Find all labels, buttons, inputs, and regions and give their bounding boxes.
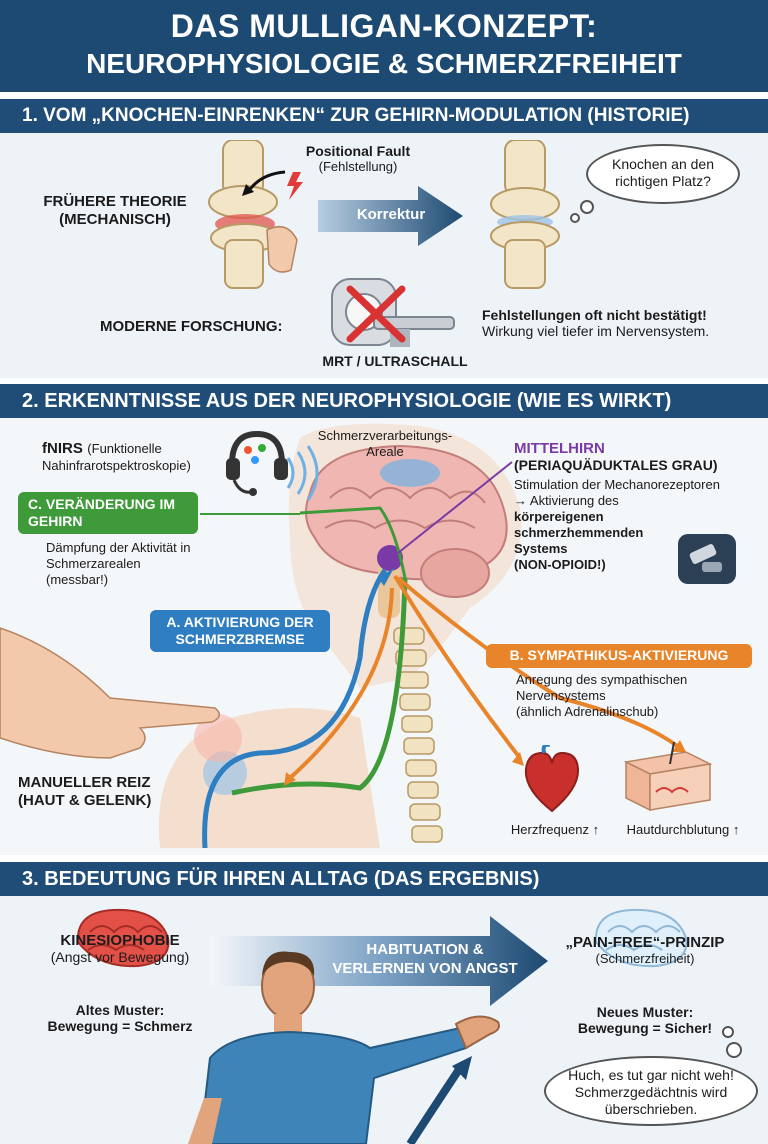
habituation-arrow-label: HABITUATION & VERLERNEN VON ANGST: [320, 940, 530, 978]
midbrain-desc-3: körpereigenen: [514, 509, 604, 524]
person-moving-arm-illustration: [188, 951, 500, 1144]
b-desc-1: Anregung des sympathischen: [516, 672, 688, 687]
midbrain-title: MITTELHIRN: [514, 440, 605, 457]
knee-joint-illustration: [208, 140, 298, 289]
relief-speech-bubble: Huch, es tut gar nicht weh! Schmerzgedäc…: [544, 1056, 758, 1126]
bubble-line-2: Schmerzgedächtnis wird: [574, 1084, 728, 1100]
manual-line-2: (HAUT & GELENK): [18, 792, 152, 809]
pain-spark-icon: [287, 172, 303, 200]
b-desc-2: Nervensystems: [516, 688, 606, 703]
section-3-header: 3. BEDEUTUNG FÜR IHREN ALLTAG (DAS ERGEB…: [0, 862, 768, 896]
a-pain-brake-label: A. AKTIVIERUNG DER SCHMERZBREMSE: [150, 610, 330, 652]
kinesiophobia-label: KINESIOPHOBIE (Angst vor Bewegung): [30, 932, 210, 965]
section-1-heading: 1. VOM „KNOCHEN-EINRENKEN“ ZUR GEHIRN-MO…: [22, 105, 690, 126]
title-line-1: DAS MULLIGAN-KONZEPT:: [170, 8, 598, 44]
b-desc-3: (ähnlich Adrenalinschub): [516, 704, 659, 719]
modern-research-label: MODERNE FORSCHUNG:: [100, 318, 283, 335]
fault-title: Positional Fault: [305, 143, 411, 159]
neurophysiology-illustration: [0, 423, 686, 849]
finding-text: Fehlstellungen oft nicht bestätigt! Wirk…: [482, 307, 762, 339]
title-banner: DAS MULLIGAN-KONZEPT: NEUROPHYSIOLOGIE &…: [0, 0, 768, 92]
thought-line-1: Knochen an den: [612, 156, 714, 172]
pain-free-subtitle: (Schmerzfreiheit): [595, 951, 695, 966]
old-theory-label: FRÜHERE THEORIE (MECHANISCH): [30, 193, 200, 229]
old-theory-line-1: FRÜHERE THEORIE: [43, 193, 187, 210]
heart-icon: [524, 745, 580, 813]
midbrain-desc-2: → Aktivierung des: [514, 493, 619, 508]
midbrain-info: MITTELHIRN (PERIAQUÄDUKTALES GRAU) Stimu…: [514, 440, 754, 573]
scanner-label: MRT / ULTRASCHALL: [322, 353, 468, 369]
section-3-heading: 3. BEDEUTUNG FÜR IHREN ALLTAG (DAS ERGEB…: [22, 868, 540, 890]
skin-perfusion-label: Hautdurchblutung ↑: [626, 822, 740, 837]
fnirs-line-2: Nahinfrarotspektroskopie): [42, 458, 191, 473]
speech-dot-small: [722, 1026, 734, 1038]
fault-subtitle: (Fehlstellung): [318, 159, 398, 174]
a-label-line-2: SCHMERZBREMSE: [175, 631, 305, 647]
finding-desc: Wirkung viel tiefer im Nervensystem.: [482, 323, 710, 339]
pain-free-label: „PAIN-FREE“-PRINZIP (Schmerzfreiheit): [550, 934, 740, 966]
pain-areas-line-2: Areale: [366, 444, 404, 459]
old-theory-line-2: (MECHANISCH): [59, 211, 171, 228]
arrow-line-1: HABITUATION &: [366, 941, 484, 958]
manual-line-1: MANUELLER REIZ: [18, 774, 151, 791]
fault-label: Positional Fault (Fehlstellung): [298, 143, 418, 174]
mri-scanner-icon: [331, 278, 455, 347]
bubble-line-1: Huch, es tut gar nicht weh!: [568, 1067, 734, 1083]
new-pattern-1: Neues Muster:: [596, 1004, 694, 1020]
title-line-2: NEUROPHYSIOLOGIE & SCHMERZFREIHEIT: [86, 48, 682, 79]
fnirs-rest: (Funktionelle: [87, 441, 162, 456]
kinesio-subtitle: (Angst vor Bewegung): [50, 949, 190, 965]
c-desc-3: (messbar!): [46, 572, 109, 587]
correction-arrow: [318, 186, 463, 246]
thought-bubble: Knochen an den richtigen Platz?: [586, 144, 740, 204]
c-description: Dämpfung der Aktivität in Schmerzarealen…: [46, 540, 246, 588]
c-label-line-1: C. VERÄNDERUNG IM: [28, 496, 176, 512]
heart-rate-label: Herzfrequenz ↑: [510, 822, 600, 837]
fnirs-bold: fNIRS: [42, 440, 83, 457]
section-1-header: 1. VOM „KNOCHEN-EINRENKEN“ ZUR GEHIRN-MO…: [0, 99, 768, 133]
old-pattern-1: Altes Muster:: [75, 1002, 165, 1018]
thought-dot-large: [580, 200, 594, 214]
fnirs-label: fNIRS (Funktionelle Nahinfrarotspektrosk…: [42, 440, 212, 474]
fault-pointer-arrow: [242, 170, 286, 196]
finding-bold: Fehlstellungen oft nicht bestätigt!: [482, 307, 707, 323]
midbrain-subtitle: (PERIAQUÄDUKTALES GRAU): [514, 457, 718, 473]
a-label-line-1: A. AKTIVIERUNG DER: [166, 614, 314, 630]
bubble-line-3: überschrieben.: [604, 1101, 698, 1117]
calm-brain-icon: [594, 908, 688, 968]
pain-free-title: „PAIN-FREE“-PRINZIP: [565, 934, 725, 951]
kinesio-title: KINESIOPHOBIE: [60, 932, 180, 949]
arrow-line-2: VERLERNEN VON ANGST: [332, 960, 518, 977]
midbrain-desc-6: (NON-OPIOID!): [514, 557, 606, 572]
c-label-line-2: GEHIRN: [28, 513, 83, 529]
midbrain-desc-1: Stimulation der Mechanorezeptoren: [514, 477, 720, 492]
new-pattern-2: Bewegung = Sicher!: [577, 1020, 713, 1036]
old-pattern-2: Bewegung = Schmerz: [47, 1018, 193, 1034]
old-pattern: Altes Muster: Bewegung = Schmerz: [30, 1002, 210, 1034]
new-pattern: Neues Muster: Bewegung = Sicher!: [560, 1004, 730, 1036]
midbrain-desc-4: schmerzhemmenden: [514, 525, 644, 540]
c-desc-2: Schmerzarealen: [46, 556, 141, 571]
correction-arrow-label: Korrektur: [356, 206, 426, 223]
section-2-header: 2. ERKENNTNISSE AUS DER NEUROPHYSIOLOGIE…: [0, 384, 768, 418]
b-description: Anregung des sympathischen Nervensystems…: [516, 672, 756, 720]
skin-layer-icon: [623, 742, 713, 812]
fnirs-headset-icon: [226, 430, 288, 496]
brake-pedal-icon: [678, 534, 736, 584]
pain-areas-line-1: Schmerzverarbeitungs-: [317, 428, 453, 443]
thought-dot-small: [570, 213, 580, 223]
section-2-heading: 2. ERKENNTNISSE AUS DER NEUROPHYSIOLOGIE…: [22, 390, 672, 412]
anxious-brain-icon: [76, 908, 170, 968]
midbrain-desc-5: Systems: [514, 541, 568, 556]
c-brain-change-label: C. VERÄNDERUNG IM GEHIRN: [18, 492, 198, 534]
b-label-text: B. SYMPATHIKUS-AKTIVIERUNG: [509, 647, 729, 663]
speech-dot-large: [726, 1042, 742, 1058]
pain-areas-label: Schmerzverarbeitungs- Areale: [300, 428, 470, 460]
thought-line-2: richtigen Platz?: [615, 173, 711, 189]
manual-stimulus-label: MANUELLER REIZ (HAUT & GELENK): [18, 774, 188, 810]
c-desc-1: Dämpfung der Aktivität in: [46, 540, 191, 555]
corrected-joint-illustration: [490, 140, 560, 289]
b-sympathetic-label: B. SYMPATHIKUS-AKTIVIERUNG: [486, 644, 752, 668]
